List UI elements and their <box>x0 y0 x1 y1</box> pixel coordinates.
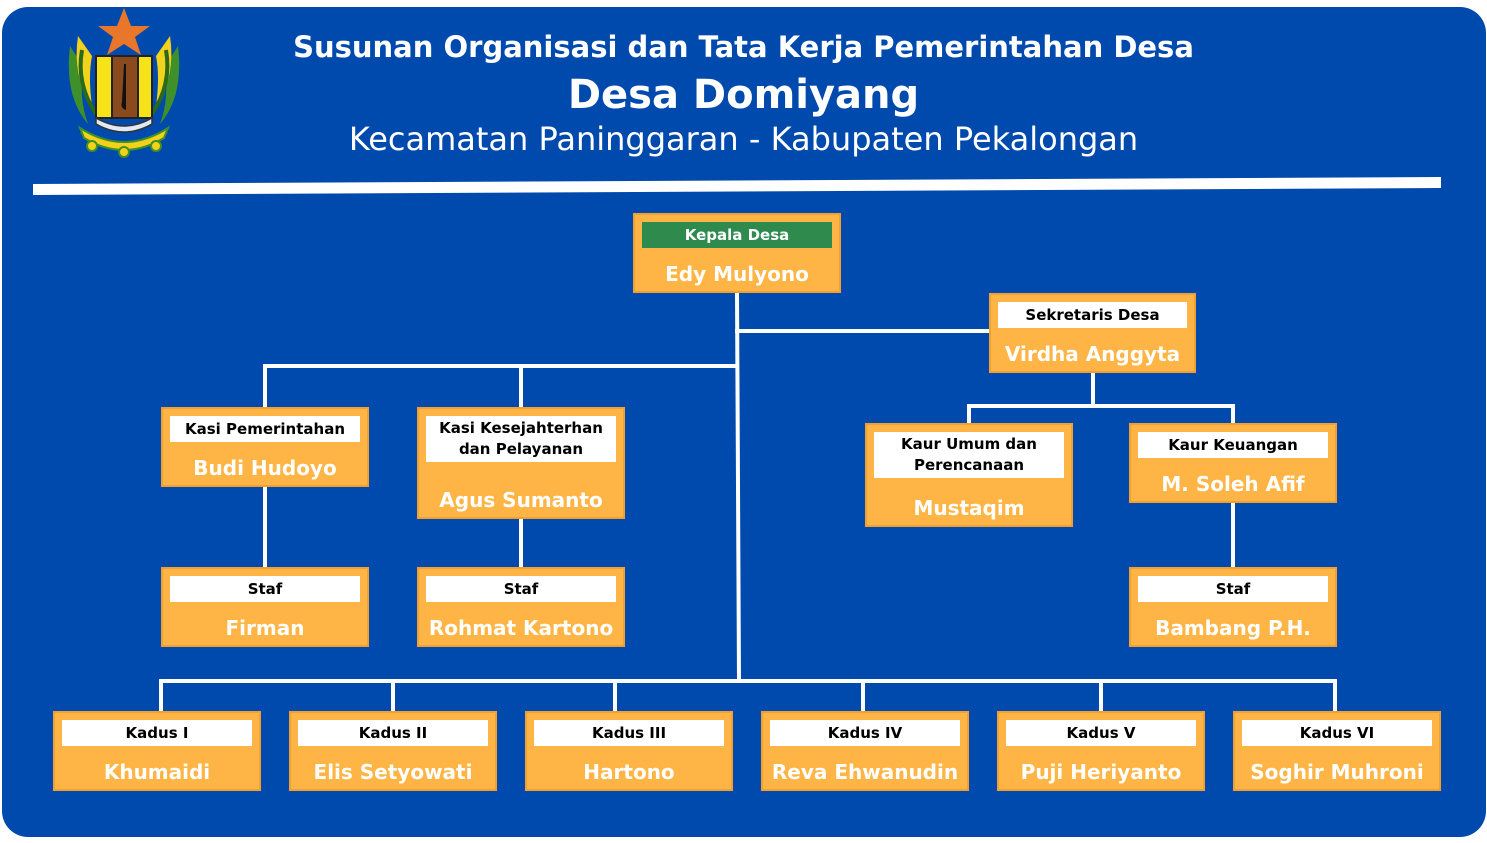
kepala-desa-name: Edy Mulyono <box>665 262 809 286</box>
chart-title: Susunan Organisasi dan Tata Kerja Pemeri… <box>293 30 1194 64</box>
kadus-3-name: Hartono <box>583 760 675 784</box>
kaur-keuangan-box: Kaur Keuangan M. Soleh Afif <box>1129 423 1337 503</box>
kasi-pemerintahan-role: Kasi Pemerintahan <box>170 416 360 442</box>
staf-keuangan-role: Staf <box>1138 576 1328 602</box>
kadus-4-role: Kadus IV <box>770 720 960 746</box>
kaur-keuangan-name: M. Soleh Afif <box>1161 472 1305 496</box>
kasi-pemerintahan-name: Budi Hudoyo <box>193 456 337 480</box>
staf-pemerintahan-box: Staf Firman <box>161 567 369 647</box>
kaur-keuangan-role: Kaur Keuangan <box>1138 432 1328 458</box>
kadus-2-name: Elis Setyowati <box>313 760 473 784</box>
kadus-5-role: Kadus V <box>1006 720 1196 746</box>
staf-keuangan-name: Bambang P.H. <box>1155 616 1311 640</box>
sekretaris-desa-role: Sekretaris Desa <box>998 302 1187 328</box>
kadus-6-name: Soghir Muhroni <box>1250 760 1424 784</box>
kadus-6-role: Kadus VI <box>1242 720 1432 746</box>
location-subtitle: Kecamatan Paninggaran - Kabupaten Pekalo… <box>348 120 1139 158</box>
staf-pemerintahan-name: Firman <box>225 616 305 640</box>
kadus-1-role: Kadus I <box>62 720 252 746</box>
kadus-4-name: Reva Ehwanudin <box>771 760 959 784</box>
staf-kesejahteraan-role: Staf <box>426 576 616 602</box>
kadus-1-box: Kadus I Khumaidi <box>53 711 261 791</box>
kadus-2-role: Kadus II <box>298 720 488 746</box>
kadus-4-box: Kadus IV Reva Ehwanudin <box>761 711 969 791</box>
staf-kesejahteraan-box: Staf Rohmat Kartono <box>417 567 625 647</box>
kasi-kesejahteraan-name: Agus Sumanto <box>439 488 603 512</box>
kasi-kesejahteraan-box: Kasi Kesejahterhan dan Pelayanan Agus Su… <box>417 407 625 519</box>
staf-kesejahteraan-name: Rohmat Kartono <box>428 616 614 640</box>
kaur-umum-box: Kaur Umum dan Perencanaan Mustaqim <box>865 423 1073 527</box>
kaur-umum-name: Mustaqim <box>913 496 1025 520</box>
kadus-3-role: Kadus III <box>534 720 724 746</box>
sekretaris-desa-box: Sekretaris Desa Virdha Anggyta <box>989 293 1196 373</box>
kadus-5-box: Kadus V Puji Heriyanto <box>997 711 1205 791</box>
kadus-6-box: Kadus VI Soghir Muhroni <box>1233 711 1441 791</box>
staf-pemerintahan-role: Staf <box>170 576 360 602</box>
kaur-umum-role: Kaur Umum dan Perencanaan <box>874 432 1064 478</box>
kasi-pemerintahan-box: Kasi Pemerintahan Budi Hudoyo <box>161 407 369 487</box>
staf-keuangan-box: Staf Bambang P.H. <box>1129 567 1337 647</box>
kadus-5-name: Puji Heriyanto <box>1020 760 1182 784</box>
kasi-kesejahteraan-role: Kasi Kesejahterhan dan Pelayanan <box>426 416 616 462</box>
village-name: Desa Domiyang <box>567 72 920 118</box>
kadus-2-box: Kadus II Elis Setyowati <box>289 711 497 791</box>
kadus-3-box: Kadus III Hartono <box>525 711 733 791</box>
kadus-1-name: Khumaidi <box>103 760 211 784</box>
pekalongan-regency-emblem-icon <box>68 8 180 158</box>
sekretaris-desa-name: Virdha Anggyta <box>1004 342 1181 366</box>
kepala-desa-role: Kepala Desa <box>642 222 832 248</box>
kepala-desa-box: Kepala Desa Edy Mulyono <box>633 213 841 293</box>
